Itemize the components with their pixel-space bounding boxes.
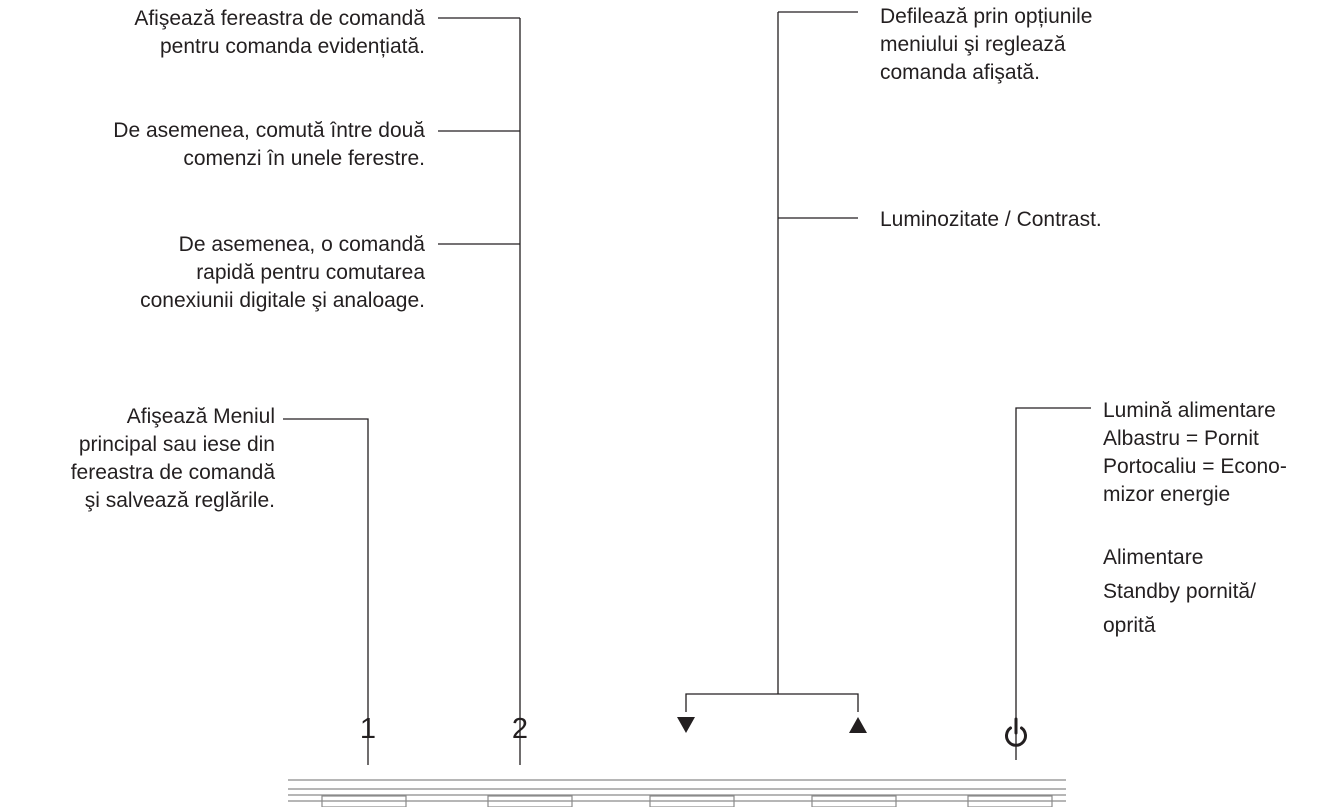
monitor-bezel [288, 779, 1066, 807]
callout-meniu-principal: Afişează Meniul principal sau iese din f… [71, 403, 275, 515]
callout-line: Albastru = Pornit [1103, 427, 1259, 450]
leader-1 [283, 418, 369, 765]
callout-line: Lumină alimentare [1103, 399, 1276, 422]
button-1-label[interactable]: 1 [359, 713, 377, 745]
callout-lumina-alimentare: Lumină alimentare Albastru = Pornit Port… [1103, 397, 1287, 509]
callout-line: conexiunii digitale şi analoage. [140, 289, 425, 312]
callout-line: fereastra de comandă [70, 461, 275, 484]
callout-line: comenzi în unele ferestre. [183, 147, 425, 170]
callout-line: pentru comanda evidențiată. [159, 35, 425, 58]
callout-line: oprită [1103, 614, 1156, 637]
leader-power [1015, 407, 1091, 760]
callout-line: Afişează fereastra de comandă [134, 7, 425, 30]
callout-line: meniului şi reglează [880, 33, 1066, 56]
callout-line: Portocaliu = Econo- [1103, 455, 1287, 478]
callout-alimentare-standby: Alimentare Standby pornită/ oprită [1103, 541, 1256, 643]
callout-line: Luminozitate / Contrast. [880, 208, 1102, 231]
callout-luminozitate: Luminozitate / Contrast. [880, 206, 1102, 234]
button-2-label[interactable]: 2 [511, 713, 529, 745]
callout-comuta-comenzi: De asemenea, comută între două comenzi î… [113, 117, 425, 173]
up-arrow-icon [849, 717, 867, 733]
callout-line: Defilează prin opțiunile [880, 5, 1093, 28]
callout-line: Alimentare [1103, 546, 1204, 569]
down-arrow-icon [677, 717, 695, 733]
leader-arrows-bracket [685, 693, 859, 712]
callout-afiseaza-fereastra: Afişează fereastra de comandă pentru com… [134, 5, 425, 61]
callout-comanda-rapida: De asemenea, o comandă rapidă pentru com… [140, 231, 425, 315]
callout-defileaza: Defilează prin opțiunile meniului şi reg… [880, 3, 1092, 87]
callout-line: comanda afişată. [880, 61, 1040, 84]
power-icon [1005, 717, 1027, 747]
callout-line: şi salvează reglările. [84, 489, 275, 512]
callout-line: rapidă pentru comutarea [196, 261, 425, 284]
callout-line: Afişează Meniul [126, 405, 275, 428]
callout-line: Standby pornită/ [1103, 580, 1256, 603]
callout-line: mizor energie [1103, 483, 1231, 506]
callout-line: De asemenea, o comandă [178, 233, 425, 256]
callout-line: principal sau iese din [78, 433, 275, 456]
callout-line: De asemenea, comută între două [113, 119, 425, 142]
